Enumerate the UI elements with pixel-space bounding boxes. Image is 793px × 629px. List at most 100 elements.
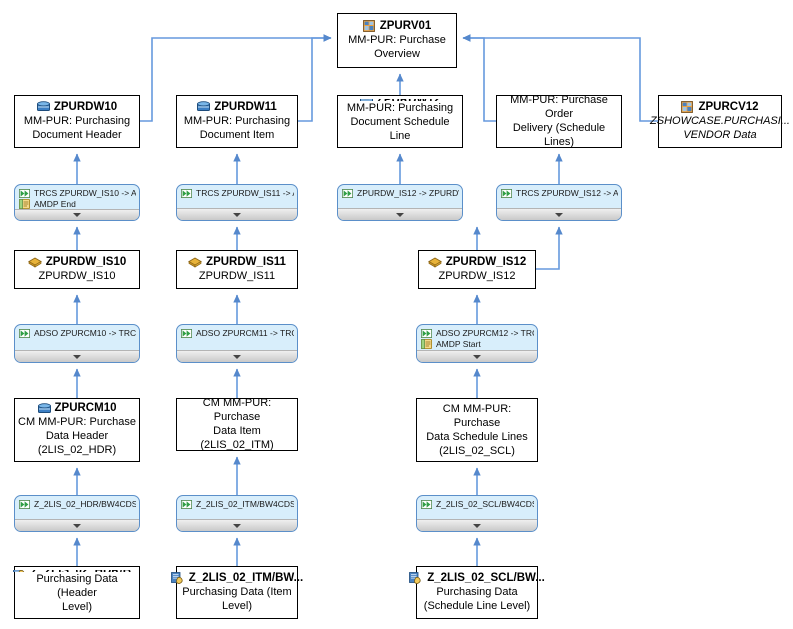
chevron-down-icon bbox=[73, 213, 81, 217]
transformation-label: ADSO ZPURCM11 -> TRCS ZP... bbox=[196, 328, 294, 338]
node-ds-scl[interactable]: Z_2LIS_02_SCL/BW...Purchasing Data (Sche… bbox=[409, 566, 545, 619]
transformation-trf22-top[interactable]: TRCS ZPURDW_IS12 -> ADSO... bbox=[496, 184, 622, 221]
transformation-icon bbox=[19, 328, 30, 338]
transformation-rows: Z_2LIS_02_ITM/BW4CDS -> Z... bbox=[177, 496, 297, 519]
infosource-icon bbox=[188, 256, 202, 268]
wire-is12-to-trf22top bbox=[536, 226, 563, 270]
chevron-down-icon bbox=[233, 212, 241, 217]
collapse-toggle[interactable] bbox=[15, 350, 139, 362]
node-description: CM MM-PUR: Purchase Data Schedule Lines … bbox=[426, 402, 528, 457]
transformation-icon bbox=[501, 188, 512, 198]
node-zpurdw22[interactable]: ZPURDW22MM-PUR: Purchase Order Delivery … bbox=[496, 94, 622, 148]
transformation-row[interactable]: ADSO ZPURCM12 -> TRCS ZP... bbox=[421, 328, 534, 338]
node-zpurcm12[interactable]: ZPURCM12CM MM-PUR: Purchase Data Schedul… bbox=[416, 398, 538, 462]
transformation-trf11-top[interactable]: TRCS ZPURDW_IS11 -> ADSO... bbox=[176, 184, 298, 221]
amdp-icon bbox=[421, 339, 432, 349]
chevron-down-icon bbox=[233, 354, 241, 359]
collapse-toggle[interactable] bbox=[417, 350, 537, 362]
node-description: ZSHOWCASE.PURCHASI... VENDOR Data bbox=[650, 114, 790, 141]
transformation-row[interactable]: AMDP End bbox=[19, 199, 136, 209]
datasource-icon bbox=[170, 571, 185, 585]
collapse-toggle[interactable] bbox=[497, 208, 621, 220]
node-title: ZPURCM10 bbox=[54, 402, 117, 414]
collapse-toggle[interactable] bbox=[177, 519, 297, 531]
collapse-toggle[interactable] bbox=[15, 519, 139, 531]
transformation-rows: TRCS ZPURDW_IS10 -> ADSO...AMDP End bbox=[15, 185, 139, 209]
amdp-icon bbox=[19, 199, 30, 209]
transformation-row[interactable]: ADSO ZPURCM11 -> TRCS ZP... bbox=[181, 328, 294, 338]
transformation-label: ADSO ZPURCM12 -> TRCS ZP... bbox=[436, 328, 534, 338]
collapse-toggle[interactable] bbox=[177, 208, 297, 220]
transformation-row[interactable]: AMDP Start bbox=[421, 339, 534, 349]
node-title: ZPURDW_IS11 bbox=[206, 255, 286, 268]
composite-provider-icon bbox=[362, 20, 376, 32]
node-title: Z_2LIS_02_ITM/BW... bbox=[188, 571, 304, 584]
transformation-label: TRCS ZPURDW_IS12 -> ADSO... bbox=[516, 188, 618, 198]
transformation-label: TRCS ZPURDW_IS11 -> ADSO... bbox=[196, 188, 294, 198]
transformation-rows: ADSO ZPURCM10 -> TRCS ZP... bbox=[15, 325, 139, 350]
node-zpurcm11[interactable]: ZPURCM11CM MM-PUR: Purchase Data Item (2… bbox=[176, 397, 298, 451]
transformation-trf11-bot[interactable]: Z_2LIS_02_ITM/BW4CDS -> Z... bbox=[176, 495, 298, 532]
transformation-row[interactable]: Z_2LIS_02_ITM/BW4CDS -> Z... bbox=[181, 499, 294, 509]
transformation-row[interactable]: TRCS ZPURDW_IS10 -> ADSO... bbox=[19, 188, 136, 198]
chevron-down-icon bbox=[555, 212, 563, 217]
transformation-rows: ADSO ZPURCM11 -> TRCS ZP... bbox=[177, 325, 297, 350]
node-description: Purchasing Data (Item Level) bbox=[182, 585, 292, 612]
transformation-rows: ZPURDW_IS12 -> ZPURDW12 bbox=[338, 185, 462, 208]
node-description: CM MM-PUR: Purchase Data Header (2LIS_02… bbox=[18, 416, 136, 456]
node-title: ZPURV01 bbox=[379, 19, 432, 32]
wire-dw11-to-v01 bbox=[298, 34, 332, 122]
transformation-trf12-mid[interactable]: ADSO ZPURCM12 -> TRCS ZP...AMDP Start bbox=[416, 324, 538, 363]
node-zpurdw12[interactable]: ZPURDW12MM-PUR: Purchasing Document Sche… bbox=[337, 95, 463, 148]
transformation-trf10-top[interactable]: TRCS ZPURDW_IS10 -> ADSO...AMDP End bbox=[14, 184, 140, 221]
collapse-toggle[interactable] bbox=[338, 208, 462, 220]
infosource-icon bbox=[27, 256, 42, 268]
collapse-toggle[interactable] bbox=[417, 519, 537, 531]
transformation-label: Z_2LIS_02_SCL/BW4CDS -> Z... bbox=[436, 499, 534, 509]
transformation-trf11-mid[interactable]: ADSO ZPURCM11 -> TRCS ZP... bbox=[176, 324, 298, 363]
node-title: Z_2LIS_02_HDR/B... bbox=[31, 570, 140, 572]
transformation-label: AMDP End bbox=[34, 199, 76, 209]
transformation-icon bbox=[421, 499, 432, 509]
adso-icon bbox=[359, 99, 373, 101]
node-description: MM-PUR: Purchasing Document Schedule Lin… bbox=[346, 102, 454, 142]
node-ds-hdr[interactable]: Z_2LIS_02_HDR/B...Purchasing Data (Heade… bbox=[13, 566, 141, 619]
node-ds-itm[interactable]: Z_2LIS_02_ITM/BW...Purchasing Data (Item… bbox=[170, 566, 303, 619]
transformation-row[interactable]: Z_2LIS_02_SCL/BW4CDS -> Z... bbox=[421, 499, 534, 509]
node-description: Purchasing Data (Header Level) bbox=[36, 573, 118, 613]
adso-icon bbox=[197, 101, 211, 113]
transformation-icon bbox=[19, 499, 30, 509]
collapse-toggle[interactable] bbox=[15, 209, 139, 220]
node-description: ZPURDW_IS11 bbox=[198, 269, 276, 282]
node-title: ZPURDW11 bbox=[214, 100, 277, 113]
transformation-trf10-mid[interactable]: ADSO ZPURCM10 -> TRCS ZP... bbox=[14, 324, 140, 363]
node-title: ZPURDW10 bbox=[53, 100, 118, 113]
transformation-trf12-bot[interactable]: Z_2LIS_02_SCL/BW4CDS -> Z... bbox=[416, 495, 538, 532]
transformation-trf10-bot[interactable]: Z_2LIS_02_HDR/BW4CDS -> Z... bbox=[14, 495, 140, 532]
transformation-row[interactable]: TRCS ZPURDW_IS12 -> ADSO... bbox=[501, 188, 618, 198]
collapse-toggle[interactable] bbox=[177, 350, 297, 362]
transformation-trf12-top[interactable]: ZPURDW_IS12 -> ZPURDW12 bbox=[337, 184, 463, 221]
chevron-down-icon bbox=[473, 523, 481, 528]
node-title: ZPURDW12 bbox=[377, 99, 440, 101]
transformation-label: AMDP Start bbox=[436, 339, 481, 349]
transformation-rows: TRCS ZPURDW_IS11 -> ADSO... bbox=[177, 185, 297, 208]
infosource-icon bbox=[427, 256, 442, 268]
node-description: ZPURDW_IS12 bbox=[438, 269, 516, 282]
node-zpurcm10[interactable]: ZPURCM10 CM MM-PUR: Purchase Data Header … bbox=[14, 398, 140, 462]
node-title: ZPURDW_IS12 bbox=[445, 255, 527, 268]
transformation-row[interactable]: Z_2LIS_02_HDR/BW4CDS -> Z... bbox=[19, 499, 136, 509]
node-title: ZPURCV12 bbox=[698, 100, 759, 113]
transformation-row[interactable]: ZPURDW_IS12 -> ZPURDW12 bbox=[342, 188, 459, 198]
transformation-row[interactable]: TRCS ZPURDW_IS11 -> ADSO... bbox=[181, 188, 294, 198]
adso-icon bbox=[37, 402, 51, 415]
transformation-row[interactable]: ADSO ZPURCM10 -> TRCS ZP... bbox=[19, 328, 136, 338]
